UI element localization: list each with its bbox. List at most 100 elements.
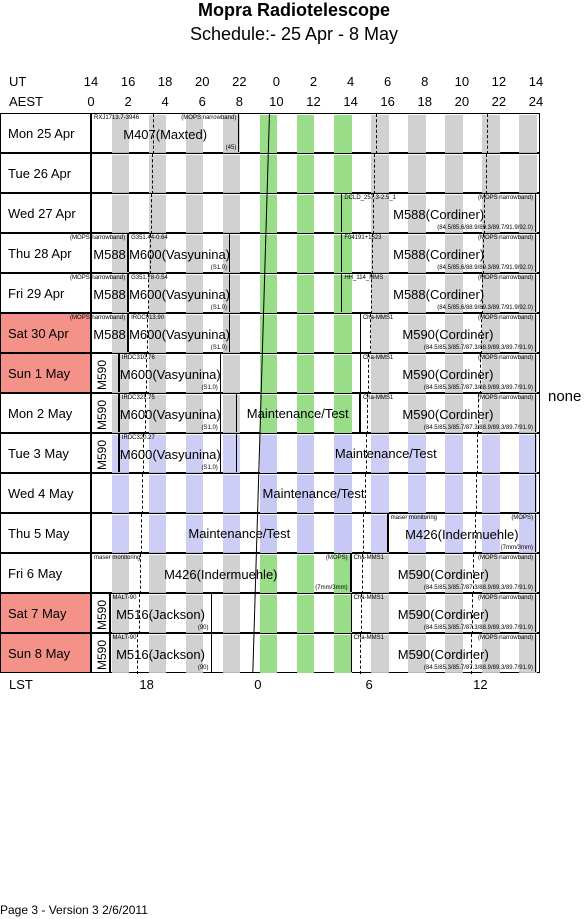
- time-stripe: [222, 315, 241, 353]
- time-stripe: [371, 195, 389, 233]
- time-stripe: [148, 195, 167, 233]
- time-stripe: [482, 635, 500, 673]
- time-stripe: [259, 235, 278, 273]
- block-frequencies: (84.5/85.3/85.7/87.3/88.9/89.3/89.7/91.9…: [423, 385, 533, 391]
- schedule-block[interactable]: (MOPS narrowband)M588: [70, 274, 129, 312]
- lst-dash-line: [477, 434, 479, 474]
- aest-tick-label: 0: [87, 94, 95, 109]
- schedule-block[interactable]: DCLD_257.3-2.5_1(MOPS narrowband)(84.5/8…: [341, 194, 536, 232]
- schedule-block[interactable]: Cha-MMS1(MOPS narrowband)(84.5/85.3/85.7…: [350, 594, 536, 632]
- schedule-block[interactable]: maser monitoring(MOPS)(7mm/3mm)M426(Inde…: [91, 554, 351, 592]
- block-source: Cha-MMS1: [362, 395, 394, 401]
- none-label: none: [548, 388, 582, 405]
- lst-dash-line: [474, 514, 476, 554]
- block-source: G351.78-0.54: [131, 275, 168, 281]
- schedule-block[interactable]: RXJ1713.7-3946(MOPS narrowband)(45)M407(…: [91, 114, 240, 152]
- block-frequencies: (84.5/85.3/85.7/87.3/88.9/89.3/89.7/91.9…: [423, 585, 533, 591]
- schedule-block[interactable]: Cha-MMS1(MOPS narrowband)(84.5/85.3/85.7…: [359, 354, 536, 392]
- time-stripe: [222, 115, 241, 153]
- block-project: M426(Indermuehle): [164, 567, 278, 582]
- block-source: IRDC310.76: [121, 355, 155, 361]
- ut-tick-label: 6: [384, 74, 392, 89]
- time-stripe: [408, 235, 426, 273]
- schedule-block[interactable]: MALT-90(90)M516(Jackson): [109, 634, 212, 672]
- block-frequencies: (S1.0): [210, 265, 228, 271]
- time-stripe: [445, 555, 463, 593]
- day-label: Sat 30 Apr: [0, 313, 91, 353]
- time-stripe: [296, 635, 315, 673]
- block-backend: (MOPS): [511, 515, 533, 521]
- schedule-block[interactable]: G351.44-0.64(S1.0)M600(Vasyunina): [128, 234, 231, 272]
- block-source: MALT-90: [112, 595, 137, 601]
- schedule-block[interactable]: Cha-MMS1(MOPS narrowband)(84.5/85.3/85.7…: [359, 394, 536, 432]
- lst-tick-label: 12: [473, 677, 488, 692]
- day-label: Sun 1 May: [0, 353, 91, 393]
- schedule-row: [91, 473, 540, 514]
- schedule-block[interactable]: MALT-90(90)M516(Jackson): [109, 594, 212, 632]
- schedule-block[interactable]: Cha-MMS1(MOPS narrowband)(84.5/85.3/85.7…: [359, 314, 536, 352]
- aest-tick-label: 16: [380, 94, 395, 109]
- aest-tick-label: 22: [491, 94, 507, 109]
- lst-dash-line: [148, 274, 150, 314]
- page-title: Mopra Radiotelescope: [197, 0, 391, 20]
- aest-tick-label: 6: [198, 94, 206, 109]
- time-stripe: [334, 355, 352, 393]
- block-backend: (MOPS): [325, 555, 348, 561]
- schedule-block[interactable]: Cha-MMS1(MOPS narrowband)(84.5/85.3/85.7…: [350, 554, 536, 592]
- time-stripe: [482, 395, 500, 433]
- schedule-block[interactable]: M590: [91, 394, 119, 432]
- schedule-block[interactable]: IRDC310.76(S1.0)M600(Vasyunina): [118, 354, 221, 392]
- schedule-block[interactable]: Maintenance/Test: [91, 474, 536, 512]
- schedule-block[interactable]: (MOPS narrowband)M588: [70, 314, 129, 352]
- time-stripe: [259, 355, 278, 393]
- schedule-block[interactable]: Maintenance/Test: [91, 514, 388, 552]
- time-stripe: [222, 235, 241, 273]
- block-project: M516(Jackson): [116, 647, 205, 662]
- block-source: Cha-MMS1: [362, 315, 394, 321]
- lst-dash-line: [150, 194, 152, 234]
- time-stripe: [445, 115, 463, 153]
- time-stripe: [148, 475, 167, 513]
- aest-axis-label: AEST: [9, 94, 43, 109]
- block-source: G351.44-0.64: [131, 235, 168, 241]
- schedule-block[interactable]: Cha-MMS1(MOPS narrowband)(84.5/85.3/85.7…: [350, 634, 536, 672]
- lst-tick-label: 6: [365, 677, 373, 692]
- time-stripe: [222, 275, 241, 313]
- lst-dash-line: [151, 154, 153, 194]
- lst-dash-line: [367, 394, 369, 434]
- schedule-block[interactable]: maser monitoring(MOPS)(7mm/3mm)M426(Inde…: [387, 514, 536, 552]
- schedule-block[interactable]: M590: [91, 594, 110, 632]
- time-stripe: [519, 275, 537, 313]
- schedule-block[interactable]: Maintenance/Test: [235, 394, 360, 432]
- schedule-block[interactable]: M590: [91, 434, 119, 472]
- time-stripe: [519, 555, 537, 593]
- block-frequencies: (84.5/85.3/85.7/87.3/88.9/89.3/89.7/91.9…: [423, 625, 533, 631]
- block-project: M588(Cordiner): [393, 207, 485, 222]
- time-stripe: [185, 475, 204, 513]
- schedule-block[interactable]: IRDC321.75(S1.0)M600(Vasyunina): [118, 394, 221, 432]
- time-stripe: [148, 435, 167, 473]
- schedule-block[interactable]: (MOPS narrowband)M588: [70, 234, 129, 272]
- schedule-block[interactable]: Maintenance/Test: [235, 434, 536, 472]
- schedule-block[interactable]: IRDC320.27(S1.0)M600(Vasyunina): [118, 434, 221, 472]
- time-stripe: [445, 515, 463, 553]
- time-stripe: [259, 315, 278, 353]
- time-stripe: [371, 355, 389, 393]
- time-stripe: [334, 395, 352, 433]
- lst-dash-line: [482, 274, 484, 314]
- schedule-block[interactable]: M590: [91, 634, 110, 672]
- schedule-block[interactable]: F04191+1523(MOPS narrowband)(84.5/85.6/8…: [341, 234, 536, 272]
- time-stripe: [185, 595, 204, 633]
- time-stripe: [445, 595, 463, 633]
- lst-dash-line: [479, 354, 481, 394]
- schedule-block[interactable]: M590: [91, 354, 119, 392]
- block-frequencies: (84.5/85.3/85.7/87.3/88.9/89.3/89.7/91.9…: [423, 665, 533, 671]
- block-source: Cha-MMS1: [353, 595, 384, 601]
- schedule-block[interactable]: G351.78-0.54(S1.0)M600(Vasyunina): [128, 274, 231, 312]
- time-stripe: [296, 515, 315, 553]
- time-stripe: [519, 155, 537, 193]
- schedule-block[interactable]: IRDC013.90(S1.0)M600(Vasyunina): [128, 314, 231, 352]
- time-stripe: [519, 235, 537, 273]
- time-stripe: [148, 395, 167, 433]
- schedule-block[interactable]: HH_114_MMS(MOPS narrowband)(84.5/85.6/88…: [341, 274, 536, 312]
